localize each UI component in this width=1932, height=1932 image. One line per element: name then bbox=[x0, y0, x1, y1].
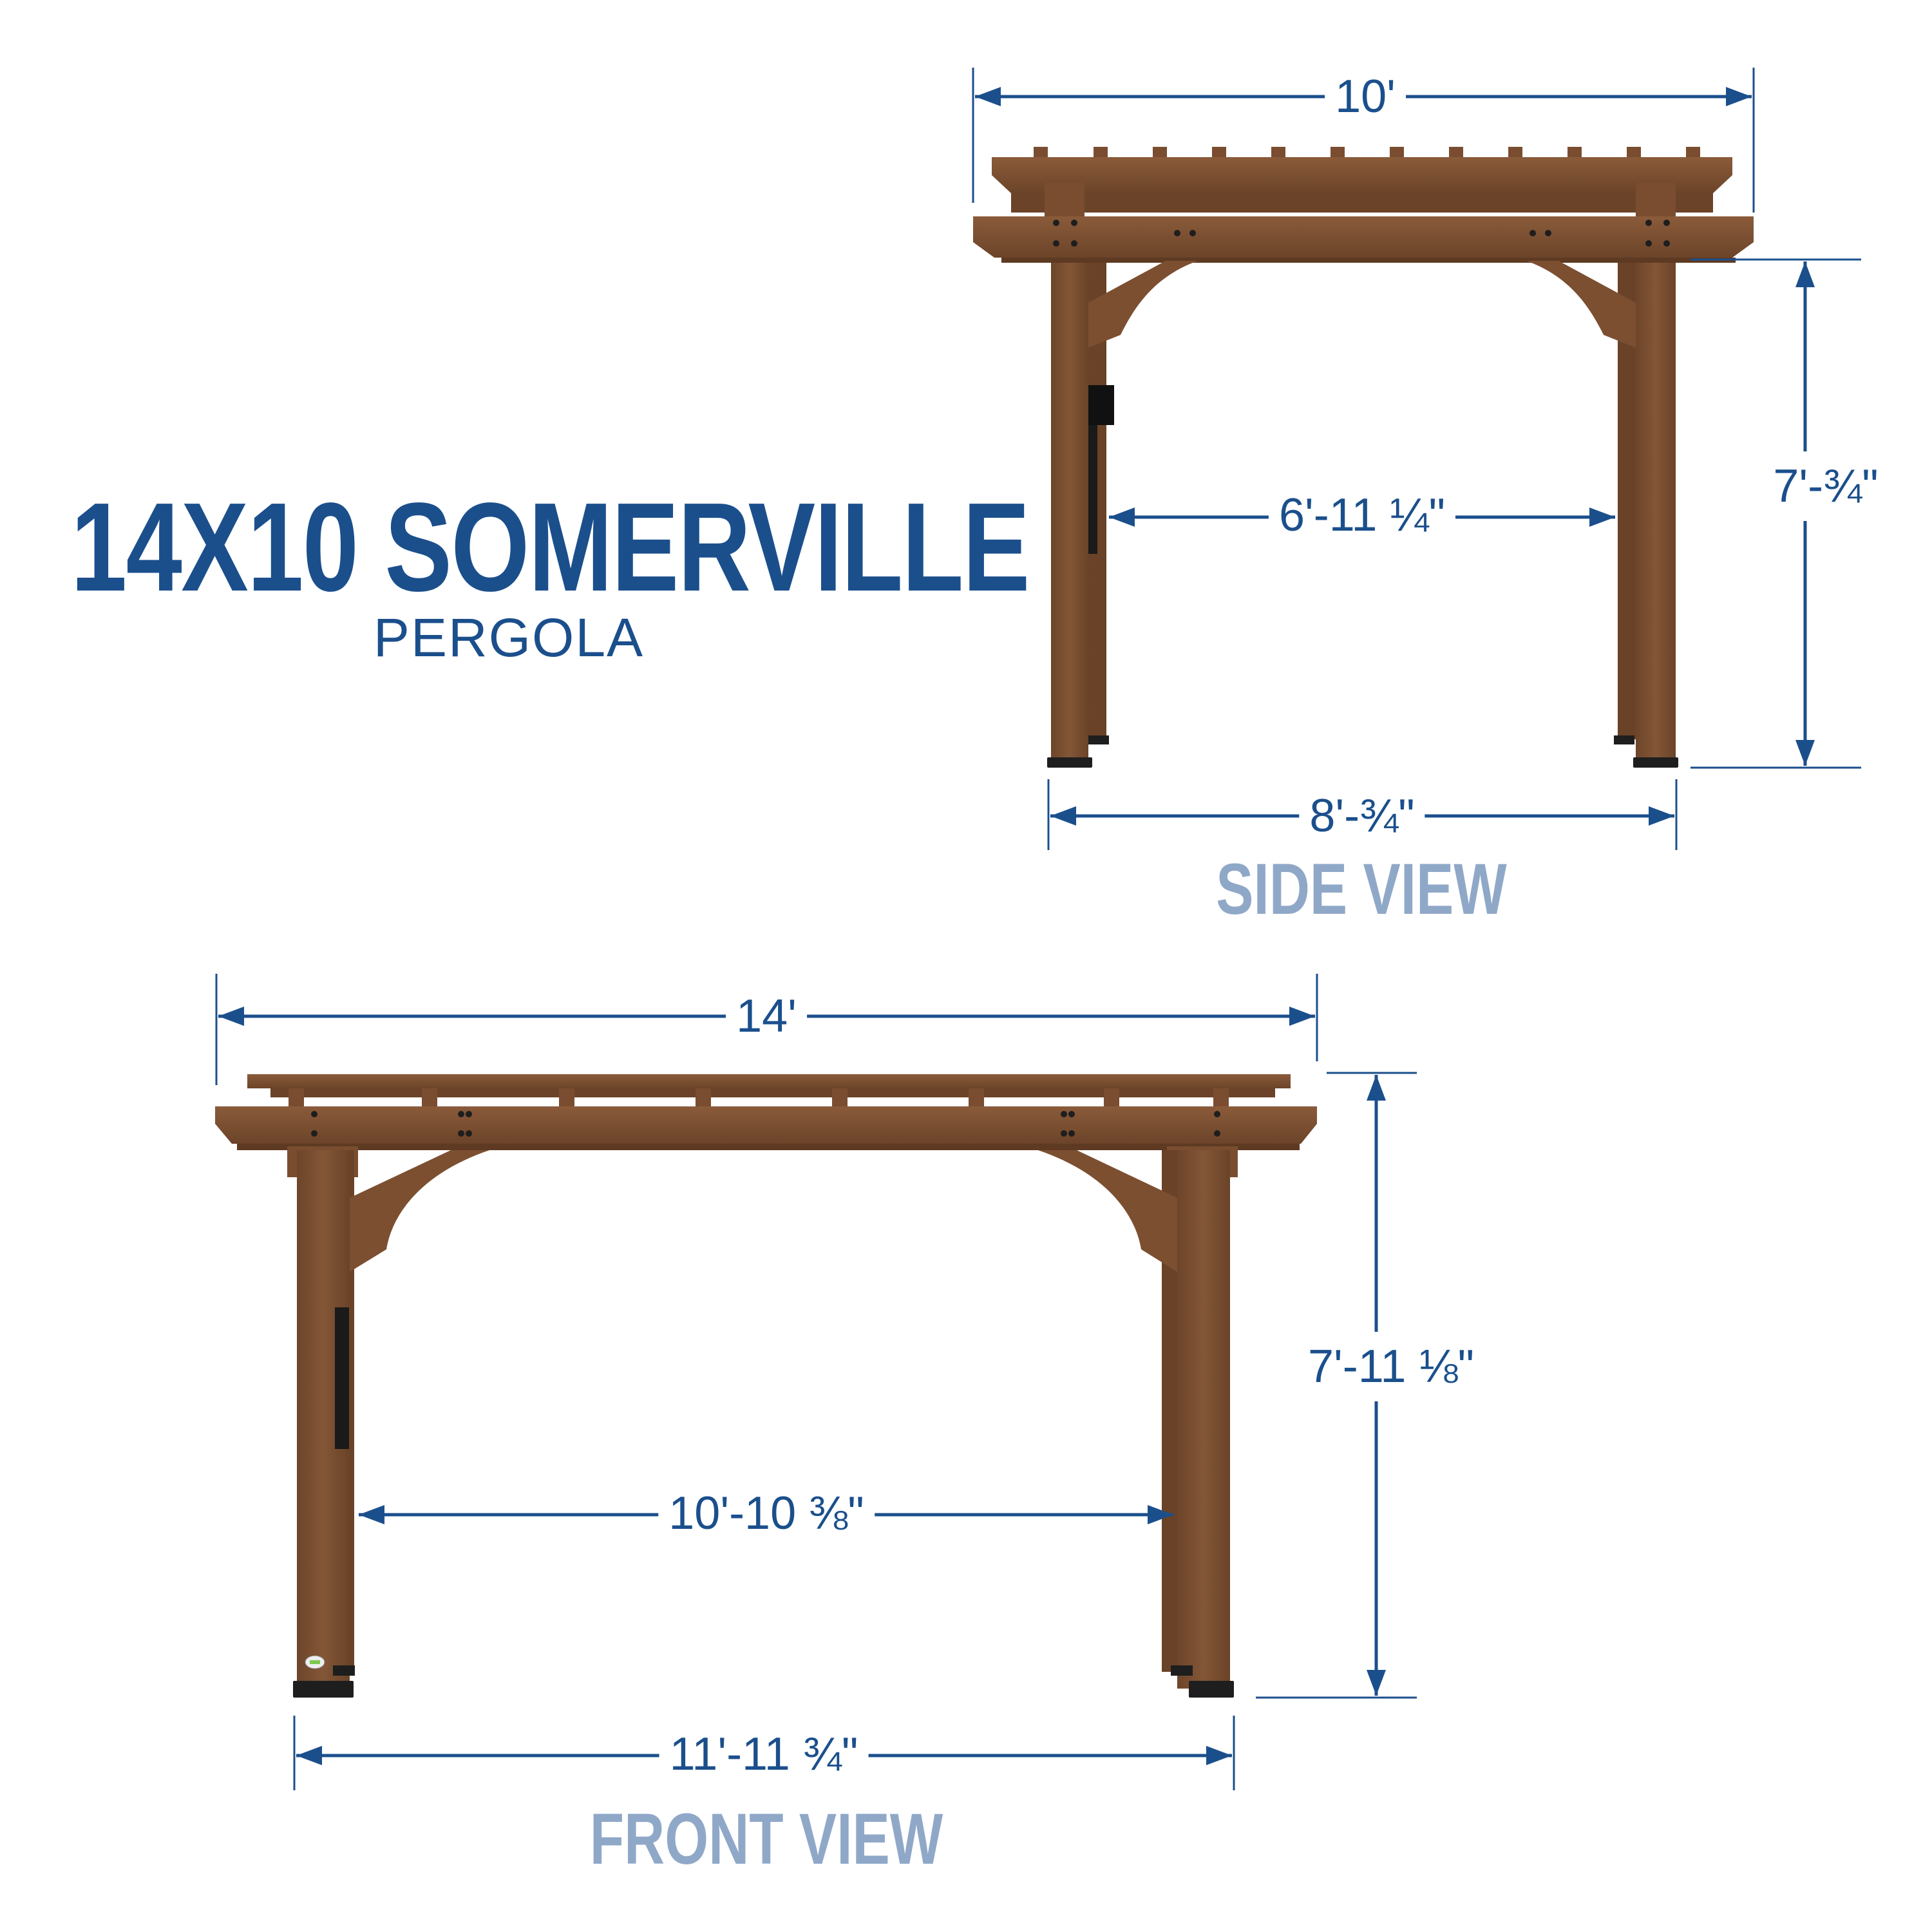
product-subtitle: PERGOLA bbox=[373, 607, 645, 668]
front-width-label: 14' bbox=[726, 993, 807, 1039]
side-inner-span-label: 6'-11 ¼" bbox=[1268, 492, 1456, 538]
front-post-span-label: 11'-11 ¾" bbox=[659, 1731, 869, 1777]
title-container: 14X10 SOMERVILLE bbox=[71, 484, 1030, 611]
front-height-label: 7'-11 ⅛" bbox=[1307, 1332, 1475, 1401]
side-view-label: SIDE VIEW bbox=[1216, 849, 1507, 929]
front-view-drawing bbox=[215, 1074, 1317, 1698]
front-bolts bbox=[311, 1111, 1220, 1137]
side-width-label: 10' bbox=[1325, 73, 1406, 120]
side-height-label: 7'-¾" bbox=[1773, 451, 1879, 521]
side-post-span-label: 8'-¾" bbox=[1299, 793, 1425, 839]
front-inner-span-label: 10'-10 ⅜" bbox=[658, 1490, 875, 1537]
side-view-drawing bbox=[973, 147, 1754, 768]
side-bolts bbox=[1053, 220, 1670, 247]
front-view-label: FRONT VIEW bbox=[589, 1799, 943, 1879]
